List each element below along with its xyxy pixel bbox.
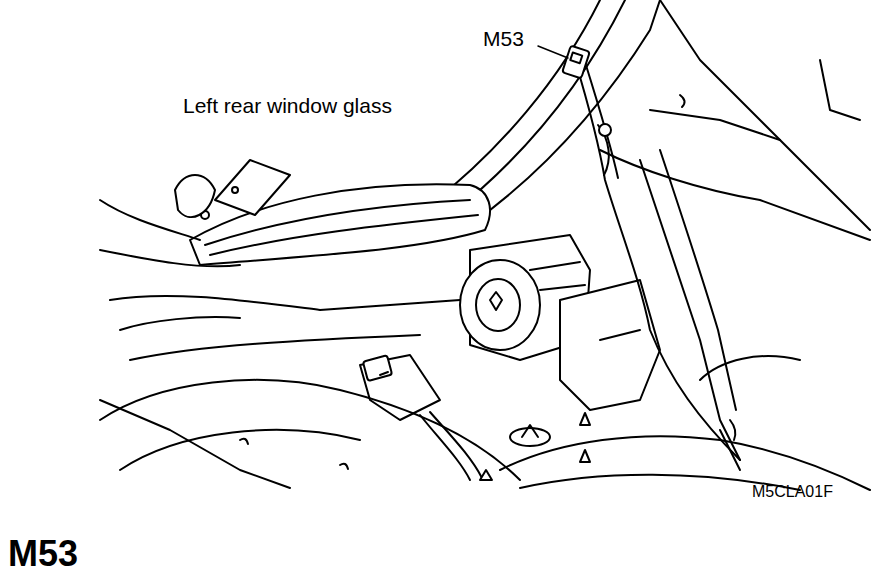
part-name: Left rear window glass xyxy=(183,95,392,116)
connector-callout: M53 xyxy=(483,28,524,49)
figure-title: M53 xyxy=(8,536,78,572)
figure-code: M5CLA01F xyxy=(752,484,833,500)
